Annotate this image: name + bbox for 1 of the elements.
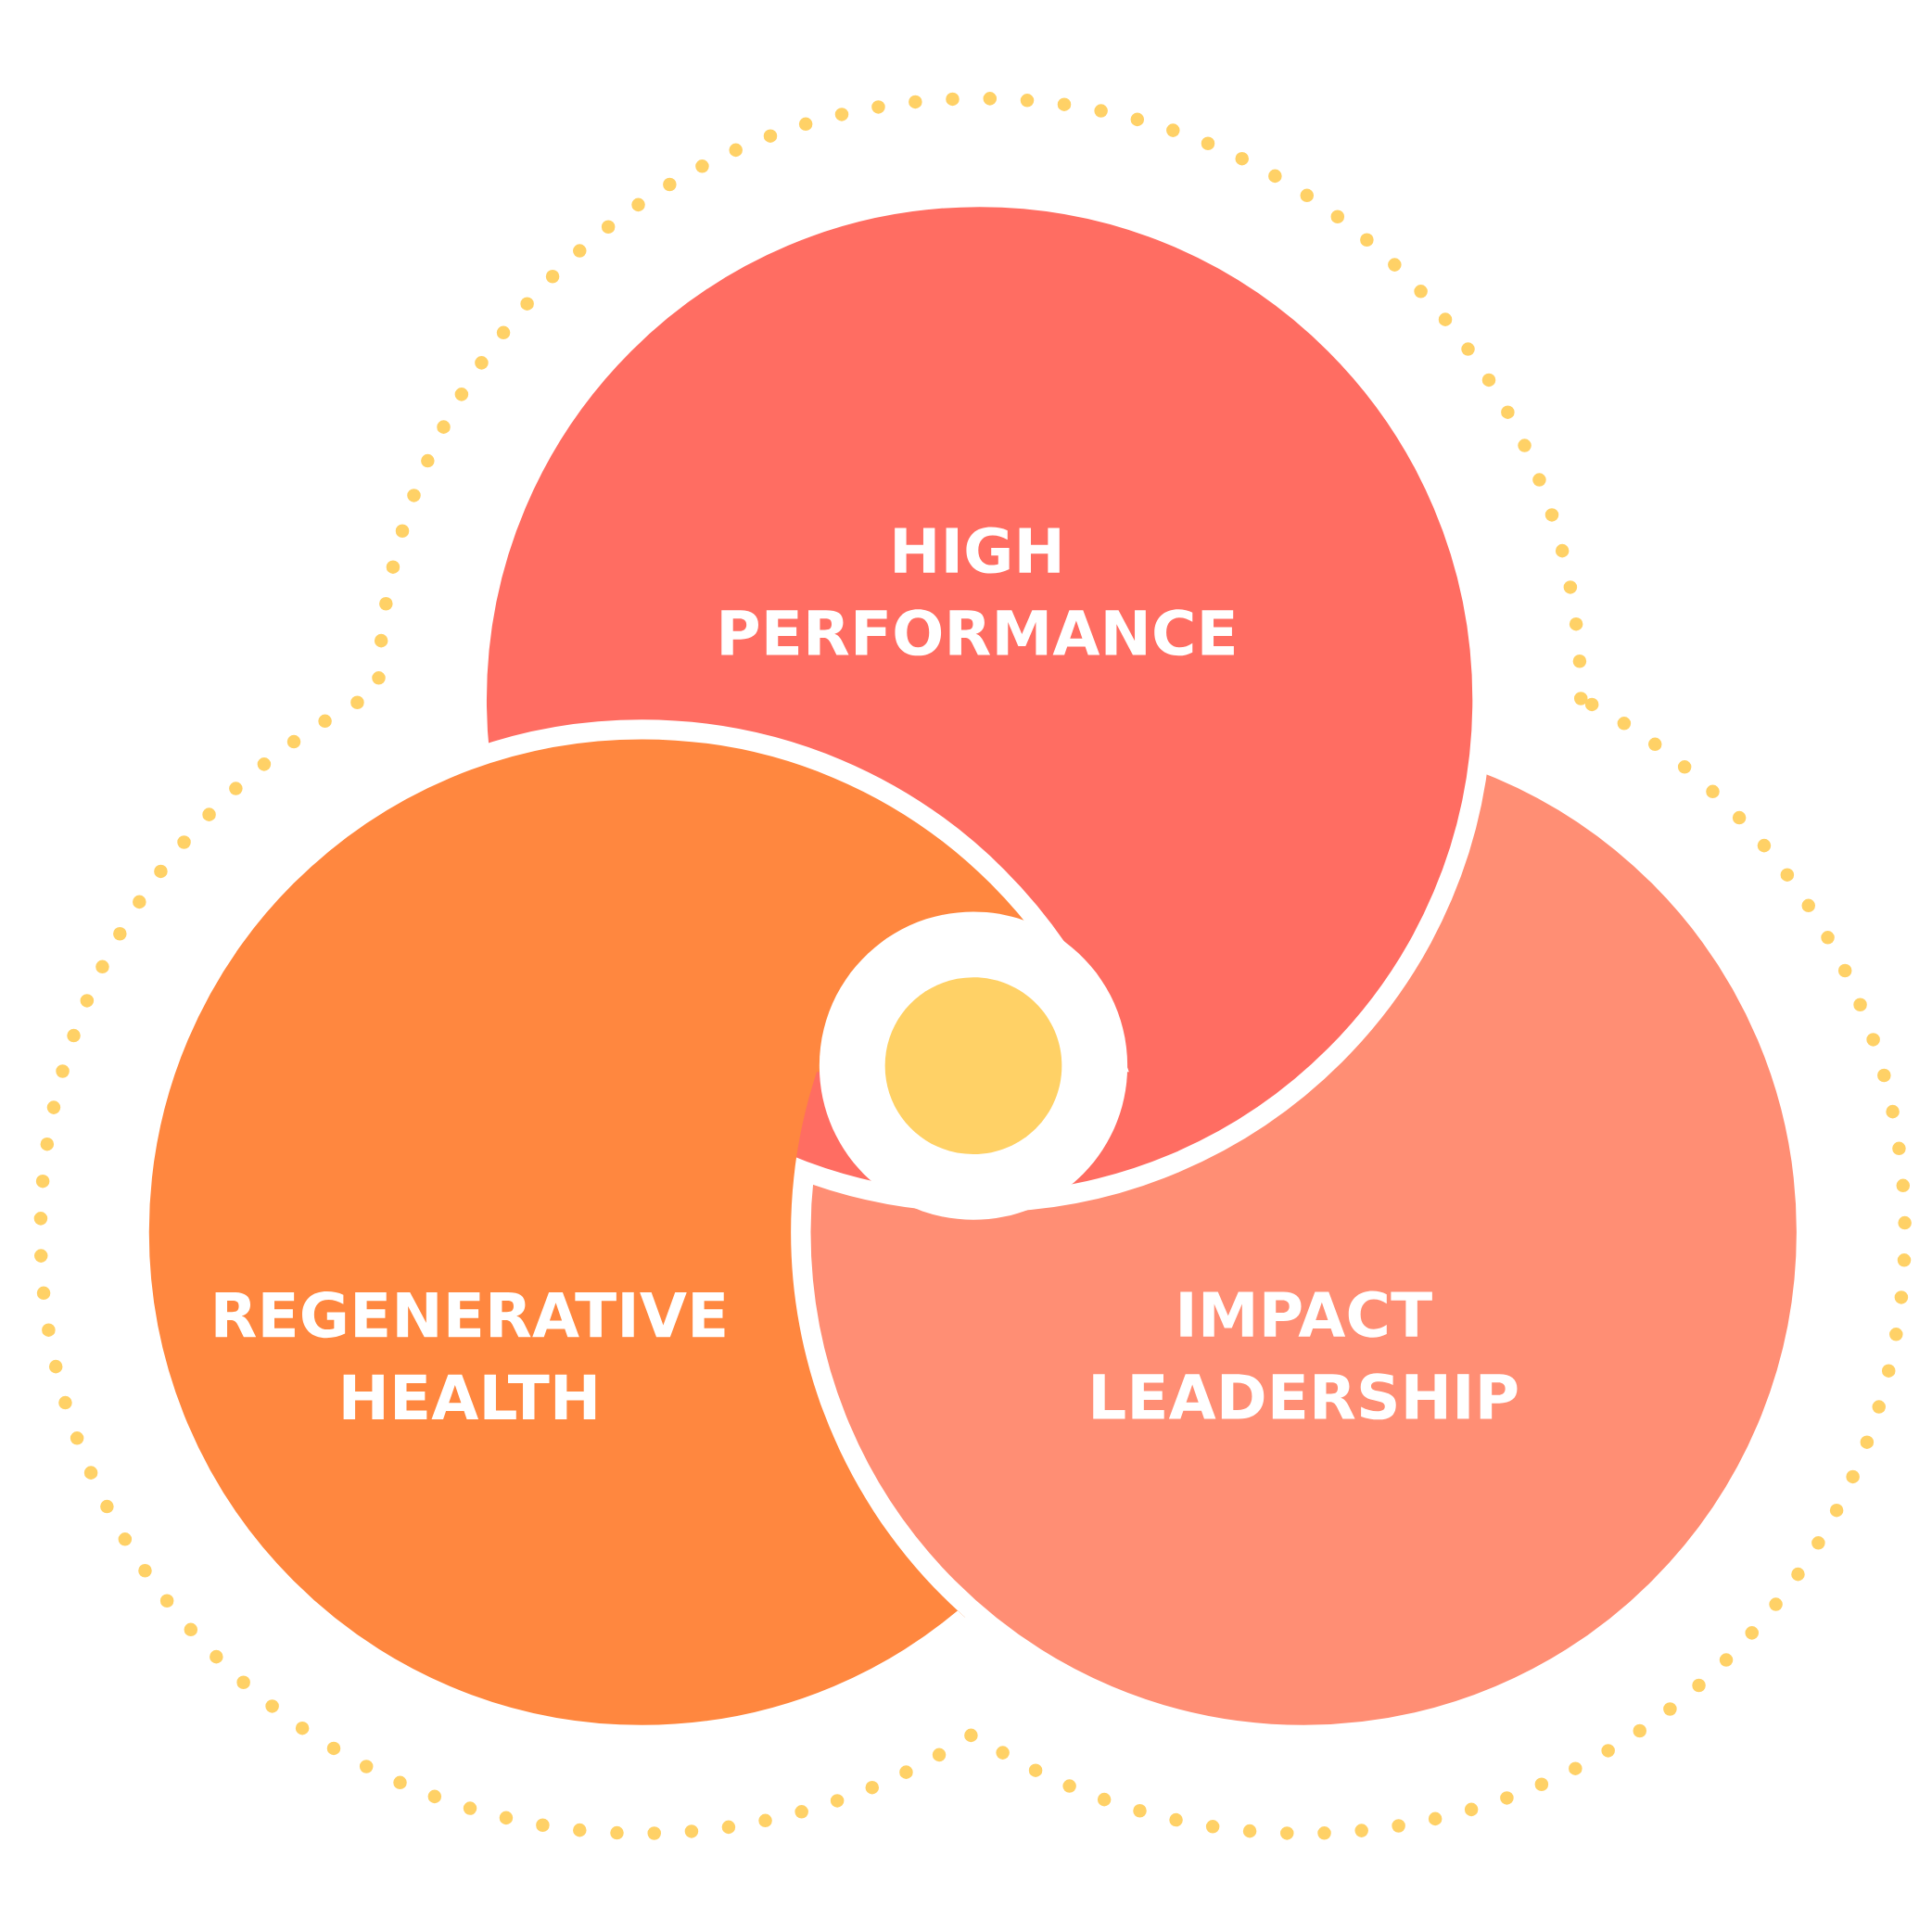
center-circle [884, 977, 1062, 1154]
